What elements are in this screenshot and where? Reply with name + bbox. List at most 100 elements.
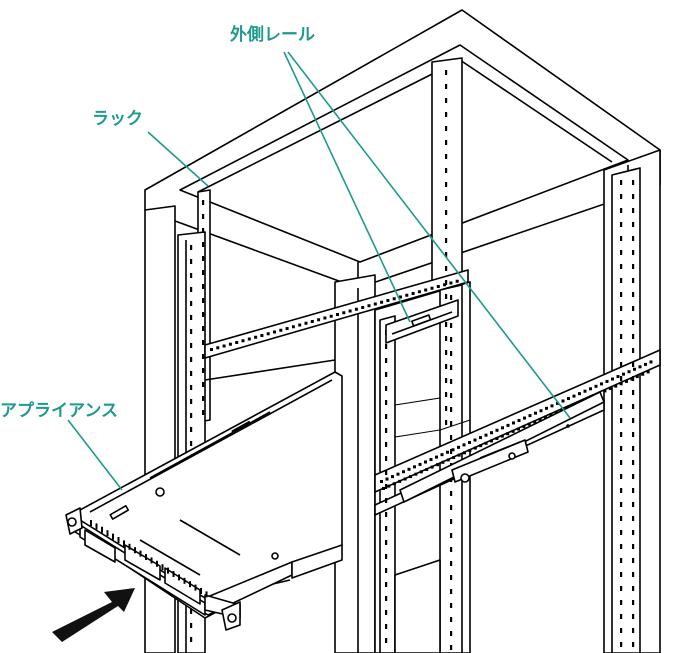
perforation-mark — [202, 298, 205, 303]
perforation-mark — [457, 445, 460, 449]
vent-slot — [106, 530, 109, 537]
perforation-mark — [450, 575, 453, 580]
perforation-mark — [298, 323, 302, 327]
vent-slot — [161, 564, 164, 571]
perforation-mark — [385, 512, 388, 517]
perforation-mark — [418, 462, 422, 466]
perforation-mark — [620, 628, 623, 633]
perforation-mark — [522, 425, 526, 429]
perforation-mark — [445, 126, 448, 131]
perforation-mark — [632, 292, 635, 297]
perforation-mark — [484, 441, 488, 445]
rack-perforations — [190, 70, 653, 650]
perforation-mark — [385, 442, 388, 447]
perforation-mark — [450, 645, 453, 650]
perforation-mark — [572, 394, 576, 398]
perforation-mark — [450, 379, 453, 384]
perforation-mark — [190, 273, 193, 278]
perforation-mark — [450, 435, 453, 440]
perforation-mark — [620, 264, 623, 269]
vent-slot — [194, 584, 197, 591]
perforation-mark — [385, 484, 388, 489]
vent-slot — [112, 533, 114, 540]
perforation-mark — [627, 370, 631, 374]
perforation-mark — [445, 266, 448, 271]
perforation-mark — [533, 420, 537, 424]
perforation-mark — [632, 264, 635, 269]
perforation-mark — [450, 519, 453, 524]
perforation-mark — [450, 491, 453, 496]
perforation-mark — [222, 344, 226, 348]
perforation-mark — [512, 421, 515, 425]
appliance-drive-bay-1 — [84, 529, 116, 563]
perforation-mark — [441, 460, 445, 464]
perforation-mark — [620, 208, 623, 213]
perforation-mark — [500, 434, 504, 438]
perforation-mark — [632, 558, 635, 563]
perforation-mark — [635, 375, 639, 379]
perforation-mark — [451, 448, 455, 452]
perforation-mark — [247, 337, 251, 341]
perforation-mark — [632, 544, 635, 549]
perforation-mark — [608, 387, 612, 391]
leader-lines — [67, 51, 571, 491]
perforation-mark — [620, 362, 623, 367]
vent-slot — [205, 591, 208, 598]
perforation-mark — [620, 306, 623, 311]
perforation-mark — [241, 339, 245, 343]
perforation-mark — [190, 637, 193, 642]
perforation-mark — [445, 406, 448, 411]
perforation-mark — [445, 238, 448, 243]
perforation-mark — [620, 320, 623, 325]
perforation-mark — [449, 281, 453, 285]
perforation-mark — [620, 544, 623, 549]
vent-slot — [117, 537, 120, 543]
perforation-mark — [616, 375, 620, 379]
perforation-mark — [632, 446, 635, 451]
perforation-mark — [450, 617, 453, 622]
perforation-mark — [411, 292, 415, 295]
perforation-mark — [202, 200, 205, 205]
perforation-mark — [632, 208, 635, 213]
perforation-mark — [445, 210, 448, 215]
perforation-mark — [385, 624, 388, 629]
perforation-mark — [534, 411, 537, 415]
perforation-mark — [417, 290, 421, 294]
perforation-mark — [392, 297, 396, 301]
perforation-mark — [630, 377, 634, 381]
perforation-mark — [445, 84, 448, 89]
perforation-mark — [367, 304, 371, 308]
perforation-mark — [556, 401, 559, 405]
label-rack: ラック — [92, 109, 143, 129]
perforation-mark — [450, 323, 453, 328]
perforation-mark — [450, 295, 453, 300]
perforation-mark — [190, 371, 193, 376]
perforation-mark — [385, 540, 388, 545]
perforation-mark — [620, 516, 623, 521]
vent-slot — [90, 520, 92, 526]
perforation-mark — [632, 236, 635, 241]
perforation-mark — [517, 419, 521, 422]
perforation-mark — [190, 343, 193, 348]
perforation-mark — [445, 378, 448, 383]
perforation-mark — [479, 444, 483, 448]
perforation-mark — [450, 337, 453, 342]
perforation-mark — [202, 326, 205, 331]
perforation-mark — [457, 453, 461, 457]
perforation-mark — [567, 397, 570, 401]
appliance-side — [291, 544, 343, 579]
perforation-mark — [329, 314, 333, 318]
perforation-mark — [385, 596, 388, 601]
perforation-mark — [385, 477, 389, 481]
perforation-mark — [632, 586, 635, 591]
perforation-mark — [620, 446, 623, 451]
perforation-mark — [632, 180, 635, 185]
perforation-mark — [445, 420, 448, 425]
perforation-mark — [638, 365, 642, 369]
perforation-mark — [490, 439, 493, 443]
perforation-mark — [202, 228, 205, 233]
appliance-top — [79, 371, 343, 619]
vent-slot — [172, 571, 175, 577]
perforation-mark — [632, 348, 635, 353]
perforation-mark — [202, 256, 205, 261]
